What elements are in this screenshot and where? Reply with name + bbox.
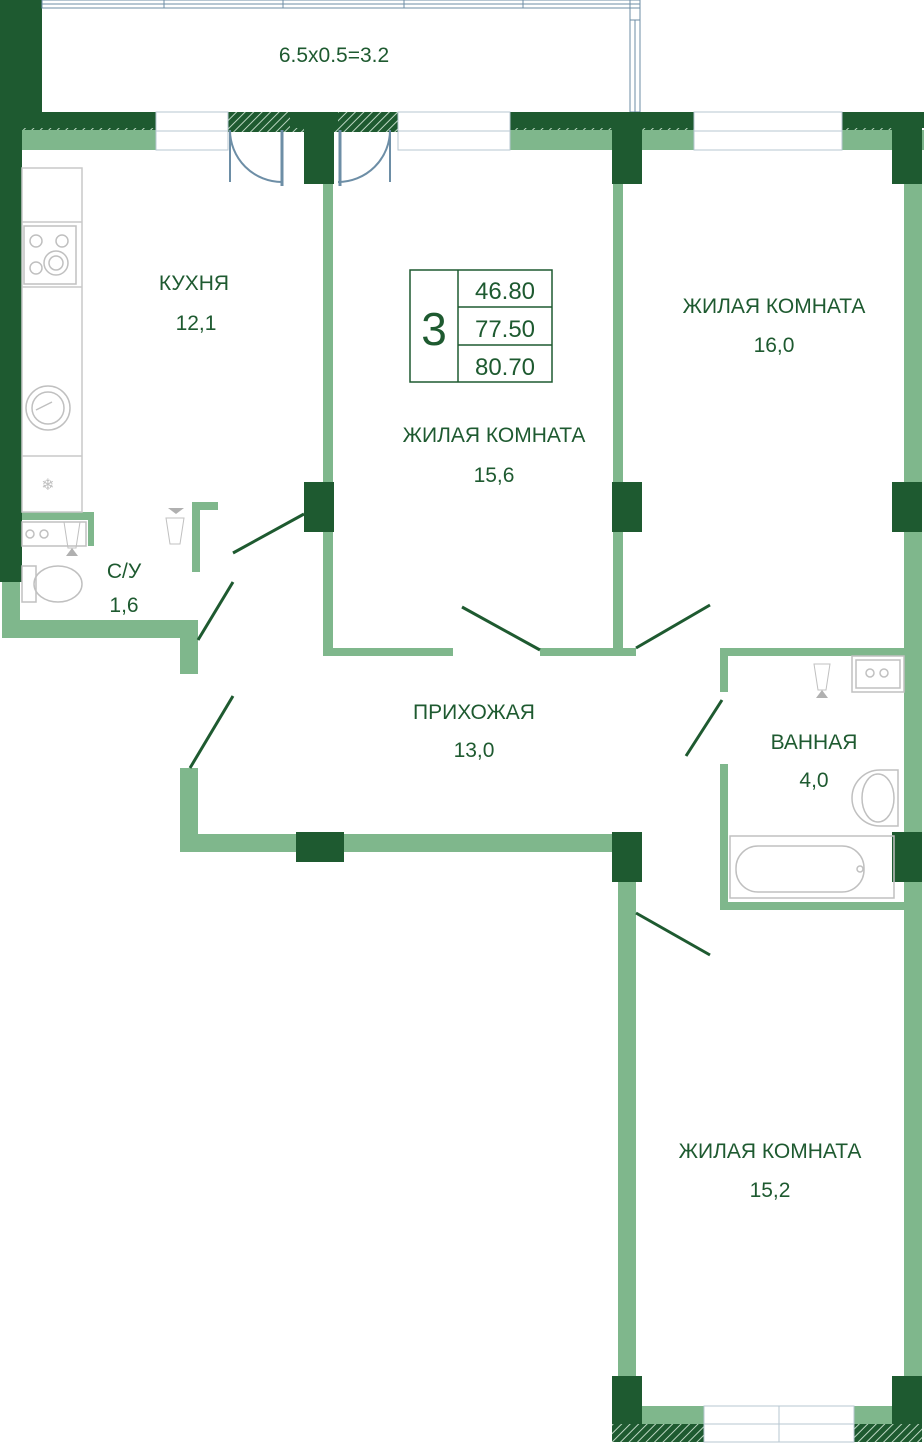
room-name-wc: С/У — [107, 560, 142, 583]
faucet-icon — [813, 663, 831, 698]
room-area-hallway: 13,0 — [454, 739, 495, 762]
window — [612, 1405, 922, 1443]
room-area-living1: 15,6 — [474, 464, 515, 487]
room-name-living1: ЖИЛАЯ КОМНАТА — [403, 424, 586, 447]
balcony-door — [337, 129, 391, 186]
window — [155, 111, 229, 151]
living-area-value: 46.80 — [475, 278, 535, 305]
interior-walls — [22, 150, 922, 1426]
svg-text:❄: ❄ — [41, 475, 54, 494]
room-name-bathroom: ВАННАЯ — [771, 731, 858, 754]
room-area-wc: 1,6 — [109, 594, 138, 617]
columns — [296, 128, 922, 1426]
sink-icon — [25, 385, 71, 431]
room-area-living3: 15,2 — [750, 1179, 791, 1202]
room-name-hallway: ПРИХОЖАЯ — [413, 701, 535, 724]
room-area-bathroom: 4,0 — [799, 769, 828, 792]
room-name-living2: ЖИЛАЯ КОМНАТА — [683, 295, 866, 318]
stove-icon — [23, 225, 77, 285]
washbasin-icon — [851, 769, 899, 827]
balcony-door — [229, 129, 284, 186]
rooms-count: 3 — [421, 303, 447, 355]
kitchen-counter — [21, 167, 83, 513]
wc-sink-icon — [21, 521, 87, 547]
washing-machine-icon — [851, 655, 905, 693]
fridge-icon: ❄ — [41, 475, 54, 494]
balcony-dimensions: 6.5x0.5=3.2 — [279, 44, 389, 67]
door-swings — [188, 512, 724, 957]
total-with-balcony-value: 80.70 — [475, 354, 535, 381]
exterior-wall-top — [22, 111, 924, 151]
room-area-kitchen: 12,1 — [176, 312, 217, 335]
window — [693, 111, 843, 151]
total-area-value: 77.50 — [475, 316, 535, 343]
window — [397, 111, 511, 151]
room-name-living3: ЖИЛАЯ КОМНАТА — [679, 1140, 862, 1163]
shower-valve-icon — [63, 508, 185, 556]
exterior-wall-left — [0, 14, 198, 674]
bathtub-icon — [729, 835, 895, 899]
room-area-living2: 16,0 — [754, 334, 795, 357]
room-name-kitchen: КУХНЯ — [159, 272, 229, 295]
toilet-icon — [21, 565, 83, 603]
apartment-summary-box — [409, 269, 553, 383]
